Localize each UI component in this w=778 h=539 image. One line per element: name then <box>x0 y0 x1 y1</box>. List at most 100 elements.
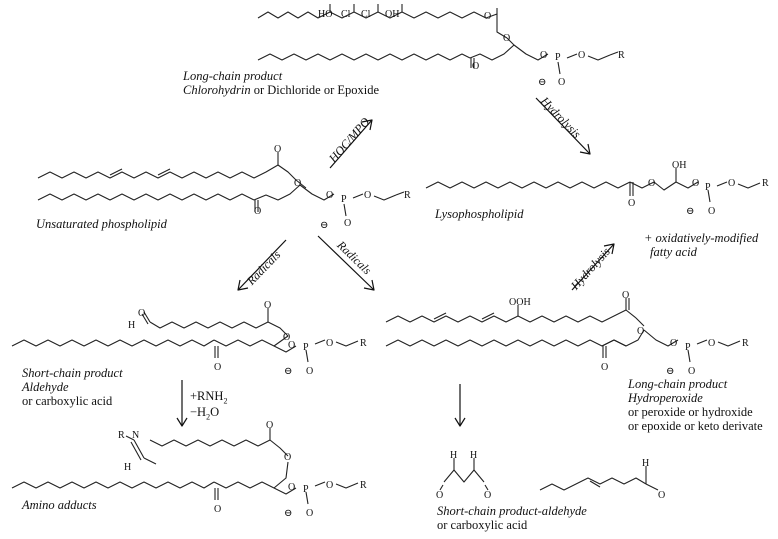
atom-o: O <box>484 490 491 501</box>
atom-ho: HO <box>318 9 332 20</box>
label-short-chain-aldehyde: Short-chain product-aldehyde <box>437 504 587 518</box>
atom-o: O <box>728 178 735 189</box>
atom-o: O <box>658 490 665 501</box>
hydroperoxide-phospholipid-structure: OOH O O O O P O O R ⊖ <box>385 290 749 377</box>
label-rnh2-text: +RNH <box>190 389 224 403</box>
arrow-hydrolysis-2 <box>571 243 615 291</box>
atom-o: O <box>364 190 371 201</box>
atom-p: P <box>685 342 691 353</box>
arrow-radicals-2 <box>317 235 375 291</box>
atom-o: O <box>138 308 145 319</box>
atom-o: O <box>692 178 699 189</box>
amino-adduct-structure: R N H O O O O P O O R ⊖ <box>11 420 367 519</box>
label-rnh2: +RNH2 <box>190 389 227 409</box>
atom-o: O <box>306 508 313 519</box>
atom-o: O <box>708 206 715 217</box>
atom-o: O <box>558 77 565 88</box>
atom-p: P <box>705 182 711 193</box>
short-aldehydes-structure: H H O O H O <box>436 450 665 501</box>
label-aldehyde: Aldehyde <box>22 380 69 394</box>
atom-o: O <box>436 490 443 501</box>
atom-o: O <box>601 362 608 373</box>
atom-cl: Cl <box>341 9 351 20</box>
label-chlorohydrin-rest: or Dichloride or Epoxide <box>250 83 380 97</box>
atom-o: O <box>503 33 510 44</box>
atom-r: R <box>742 338 749 349</box>
atom-r: R <box>762 178 769 189</box>
atom-o: O <box>283 332 290 343</box>
atom-o: O <box>578 50 585 61</box>
atom-o: O <box>540 50 547 61</box>
atom-oh: OH <box>672 160 686 171</box>
atom-h: H <box>124 462 131 473</box>
lysophospholipid-structure: O O OH O P O O R ⊖ <box>425 160 769 217</box>
atom-o: O <box>264 300 271 311</box>
aldehyde-phospholipid-structure: O H O O O O P O O R ⊖ <box>11 300 367 377</box>
atom-r: R <box>618 50 625 61</box>
atom-ooh: OOH <box>509 297 531 308</box>
atom-h: H <box>470 450 477 461</box>
atom-o: O <box>648 178 655 189</box>
label-or-epoxide: or epoxide or keto derivate <box>628 419 763 433</box>
label-oxidatively-modified: + oxidatively-modified <box>644 231 759 245</box>
unsaturated-phospholipid-structure: O O O O P O O R ⊖ <box>37 144 411 231</box>
atom-r: R <box>118 430 125 441</box>
atom-o: O <box>306 366 313 377</box>
charge-minus: ⊖ <box>538 77 546 88</box>
label-h2o-tail: O <box>210 405 220 419</box>
atom-o: O <box>266 420 273 431</box>
atom-o: O <box>326 480 333 491</box>
atom-o: O <box>284 452 291 463</box>
label-amino-adducts: Amino adducts <box>22 498 97 512</box>
atom-o: O <box>472 61 479 72</box>
atom-p: P <box>555 52 561 63</box>
atom-r: R <box>360 338 367 349</box>
charge-minus: ⊖ <box>320 220 328 231</box>
charge-minus: ⊖ <box>284 508 292 519</box>
charge-minus: ⊖ <box>666 366 674 377</box>
label-h2o-sub: 2 <box>206 412 211 422</box>
atom-h: H <box>450 450 457 461</box>
label-fatty-acid: fatty acid <box>650 245 697 259</box>
atom-o: O <box>326 190 333 201</box>
atom-p: P <box>341 194 347 205</box>
atom-o: O <box>628 198 635 209</box>
atom-o: O <box>326 338 333 349</box>
atom-o: O <box>688 366 695 377</box>
label-lysophospholipid: Lysophospholipid <box>435 207 524 221</box>
atom-o: O <box>288 482 295 493</box>
atom-o: O <box>214 504 221 515</box>
atom-n: N <box>132 430 139 441</box>
atom-h: H <box>128 320 135 331</box>
atom-p: P <box>303 342 309 353</box>
atom-p: P <box>303 484 309 495</box>
atom-o: O <box>708 338 715 349</box>
atom-o: O <box>344 218 351 229</box>
label-long-chain-product-2: Long-chain product <box>628 377 728 391</box>
atom-o: O <box>288 340 295 351</box>
atom-o: O <box>254 206 261 217</box>
chlorohydrin-phospholipid-structure: O O O O P O O R ⊖ HO Cl Cl OH <box>257 4 625 88</box>
atom-o: O <box>622 290 629 301</box>
label-unsaturated-phospholipid: Unsaturated phospholipid <box>36 217 167 231</box>
reaction-arrows <box>176 97 615 427</box>
atom-r: R <box>360 480 367 491</box>
label-hydroperoxide: Hydroperoxide <box>628 391 703 405</box>
label-short-chain-product: Short-chain product <box>22 366 123 380</box>
atom-r: R <box>404 190 411 201</box>
label-minus-h2o: −H2O <box>190 405 219 425</box>
arrow-hoc-mpo <box>329 119 373 169</box>
atom-oh: OH <box>385 9 399 20</box>
atom-o: O <box>637 326 644 337</box>
charge-minus: ⊖ <box>686 206 694 217</box>
arrow-hydrolysis-1 <box>535 97 591 155</box>
atom-o: O <box>294 178 301 189</box>
atom-cl: Cl <box>361 9 371 20</box>
arrow-radicals-1 <box>237 239 287 291</box>
label-chlorohydrin: Chlorohydrin <box>183 83 251 97</box>
label-or-peroxide: or peroxide or hydroxide <box>628 405 753 419</box>
atom-o: O <box>484 11 491 22</box>
atom-o: O <box>670 338 677 349</box>
